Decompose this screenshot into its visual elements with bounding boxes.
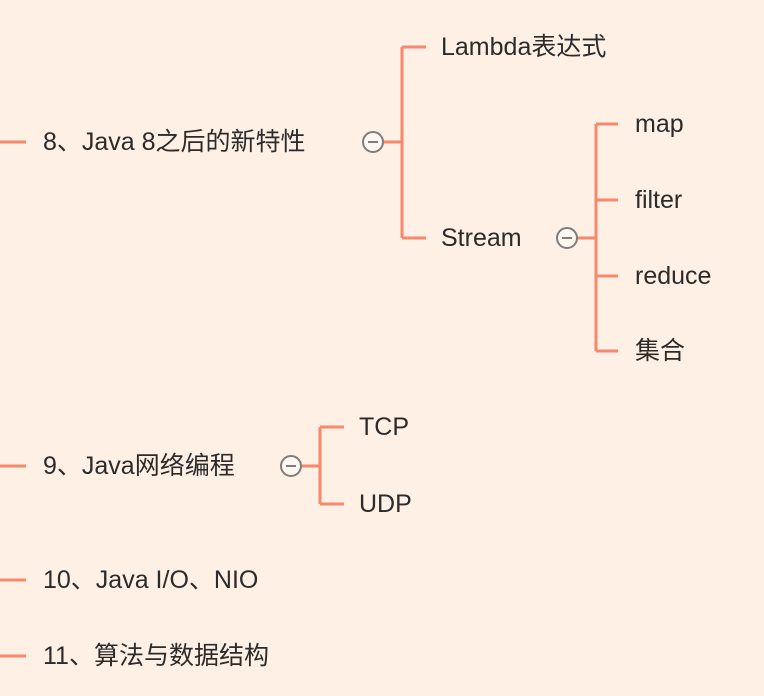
collapse-minus-icon[interactable] [362, 131, 384, 153]
collapse-minus-icon[interactable] [556, 227, 578, 249]
topic-lambda[interactable]: Lambda表达式 [441, 33, 607, 61]
topic-network[interactable]: 9、Java网络编程 [43, 452, 235, 480]
topic-io[interactable]: 10、Java I/O、NIO [43, 566, 259, 594]
topic-map[interactable]: map [635, 110, 684, 138]
collapse-minus-icon[interactable] [280, 455, 302, 477]
topic-udp[interactable]: UDP [359, 490, 412, 518]
topic-collection[interactable]: 集合 [635, 337, 686, 365]
topic-filter[interactable]: filter [635, 186, 683, 214]
topic-algorithms[interactable]: 11、算法与数据结构 [43, 642, 269, 670]
topic-reduce[interactable]: reduce [635, 262, 712, 290]
topic-java8[interactable]: 8、Java 8之后的新特性 [43, 128, 306, 156]
topic-tcp[interactable]: TCP [359, 413, 409, 441]
topic-stream[interactable]: Stream [441, 224, 522, 252]
